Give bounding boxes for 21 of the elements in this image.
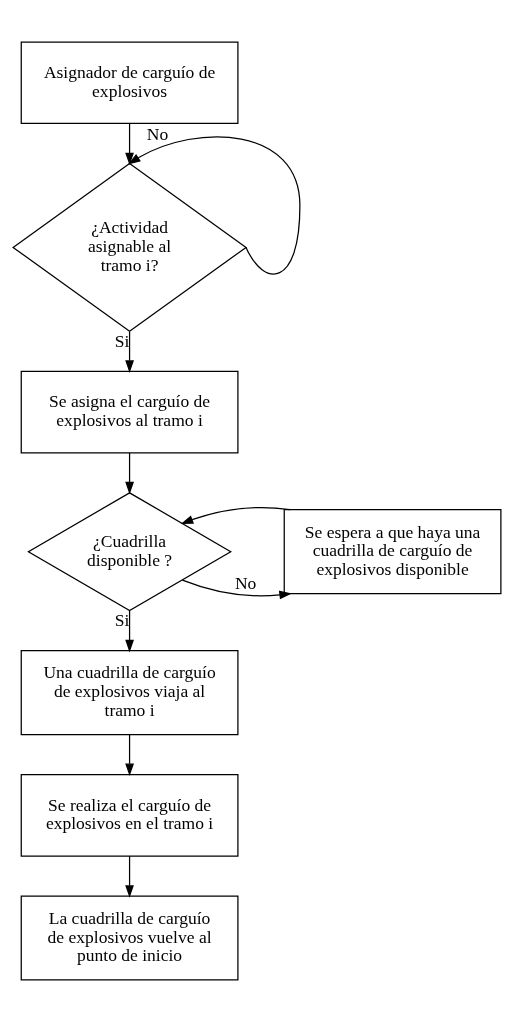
node-box: Asignador de carguío de explosivos — [20, 41, 239, 125]
arrow — [125, 331, 134, 373]
node-box: Una cuadrilla de carguío de explosivos viaja al tramo i — [20, 650, 239, 736]
arrow — [125, 123, 134, 166]
node-box: La cuadrilla de carguío de explosivos vuelve al punto de inicio — [20, 895, 239, 981]
arrow — [125, 452, 134, 495]
node-box: Se espera a que haya una cuadrilla de carguío de explosivos disponible — [283, 509, 502, 595]
edge-label: Si — [114, 330, 130, 351]
arrow — [181, 579, 292, 600]
edge-label: Si — [114, 609, 130, 630]
node-box: Se asigna el carguío de explosivos al tramo i — [20, 370, 239, 454]
edge-label: No — [146, 123, 169, 144]
node-diamond: ¿Cuadrilla disponible ? — [27, 492, 232, 612]
arrow — [125, 855, 134, 898]
arrow — [125, 610, 134, 653]
arrow — [125, 733, 134, 777]
arrow — [128, 136, 301, 275]
edge-label: No — [234, 573, 257, 594]
node-box: Se realiza el carguío de explosivos en el tramo i — [20, 774, 239, 857]
arrow — [180, 506, 291, 524]
node-diamond: ¿Actividad asignable al tramo i? — [12, 162, 248, 333]
